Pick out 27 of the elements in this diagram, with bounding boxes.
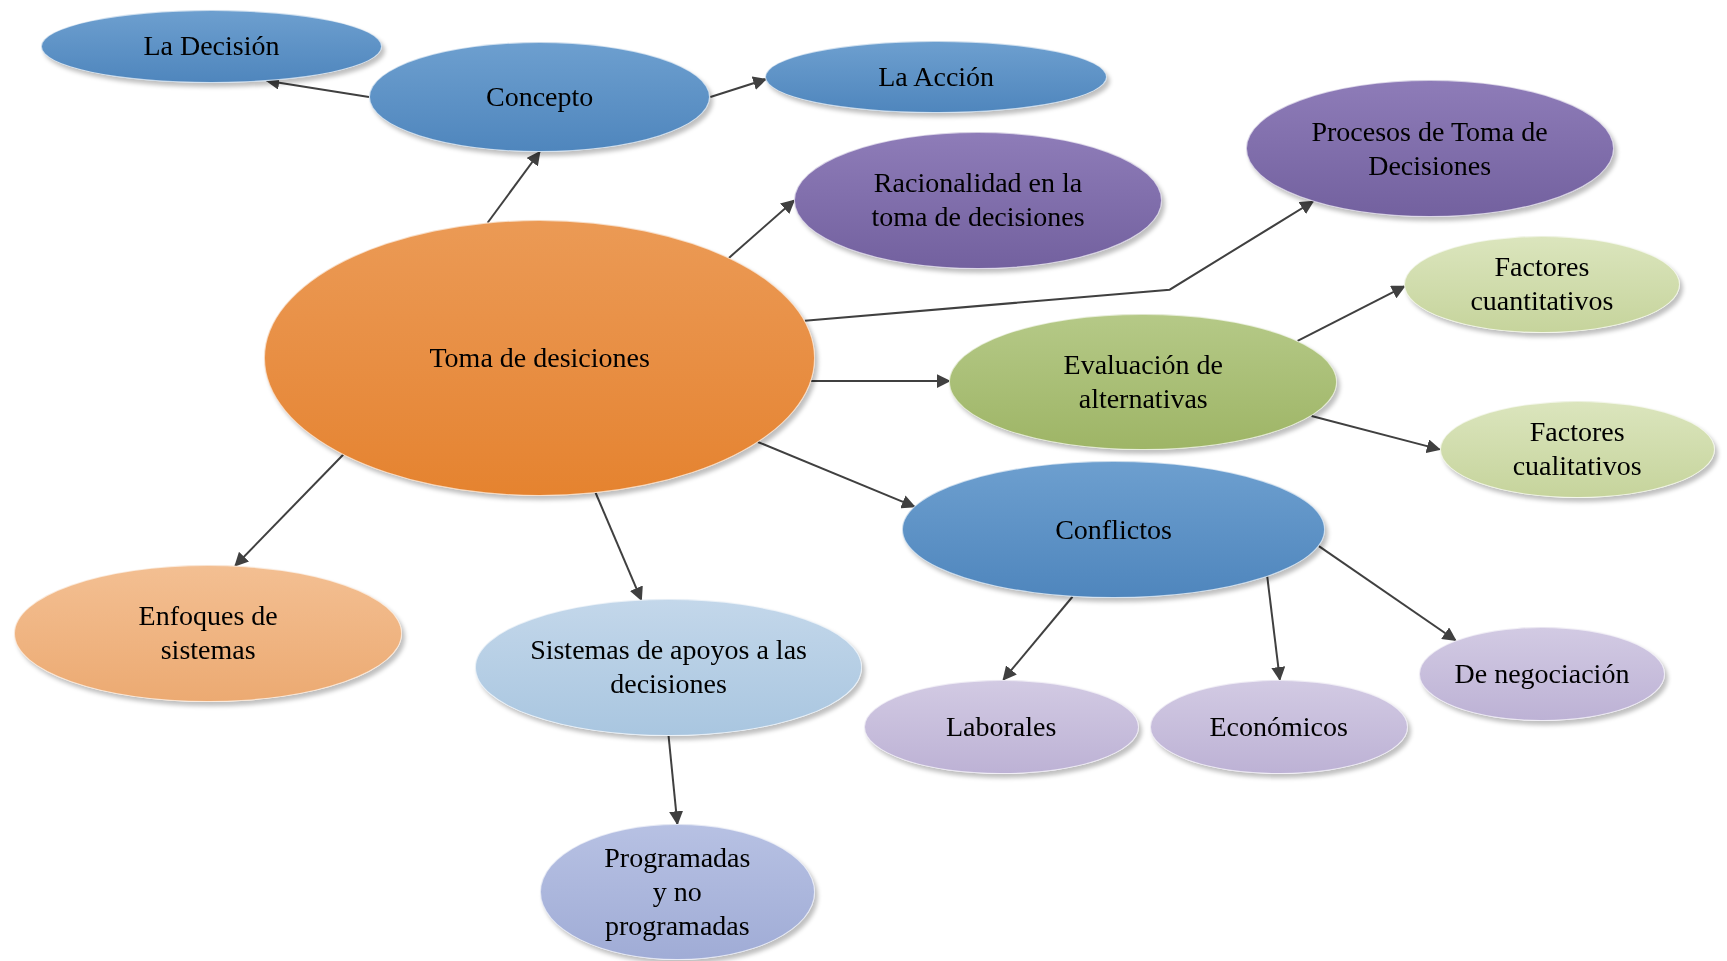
arrow: [234, 453, 345, 567]
node-label: Sistemas de apoyos a las decisiones: [529, 633, 808, 702]
node-label: Racionalidad en la toma de decisiones: [870, 166, 1086, 235]
arrow: [1310, 415, 1441, 453]
node-label: La Decisión: [143, 29, 280, 64]
node-label: Conflictos: [1055, 512, 1172, 547]
arrow: [727, 199, 796, 259]
node-label: Factores cualitativos: [1511, 415, 1643, 484]
node-label: Programadas y no programadas: [603, 841, 752, 944]
node-label: De negociación: [1454, 657, 1630, 692]
node-label: Enfoques de sistemas: [137, 599, 279, 668]
node-label: Evaluación de alternativas: [1062, 348, 1224, 417]
node-label: Laborales: [945, 709, 1057, 744]
arrow: [667, 734, 684, 826]
arrow: [1266, 575, 1286, 681]
node-label: Concepto: [486, 79, 594, 114]
arrow: [1317, 545, 1457, 642]
node-label: Factores cuantitativos: [1469, 250, 1615, 319]
arrow: [486, 150, 541, 224]
arrow: [803, 200, 1315, 322]
node-label: La Acción: [878, 60, 995, 95]
arrow: [709, 76, 768, 98]
node-label: Toma de desiciones: [429, 340, 650, 375]
node-label: Procesos de Toma de Decisiones: [1310, 114, 1549, 183]
arrow: [756, 440, 916, 509]
arrow: [1296, 285, 1406, 342]
node-label: Económicos: [1209, 709, 1348, 744]
